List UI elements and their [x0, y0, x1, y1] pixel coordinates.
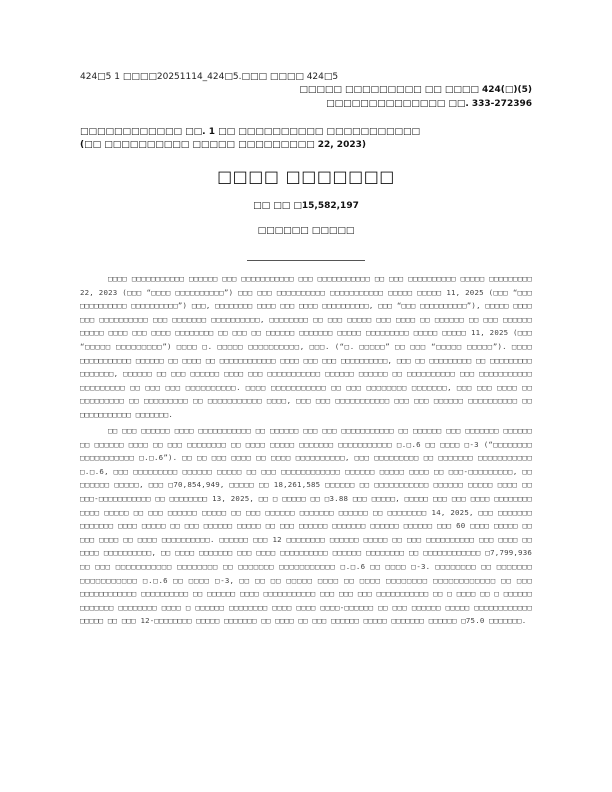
body-paragraph: □□□□ □□□□□□□□□□□ □□□□□□ □□□ □□□□□□□□□□□ …	[80, 274, 532, 419]
registration-number: □□□□□□□□□□□□□□ □□. 333-272396	[326, 99, 532, 109]
supplement-heading: □□□□□□□□□□□□ □□. 1 □□ □□□□□□□□□□ □□□□□□□…	[80, 127, 420, 137]
title-divider	[247, 260, 365, 261]
company-title: □□□□ □□□□□□□	[217, 167, 395, 186]
filing-rule-line: □□□□□ □□□□□□□□□ □□ □□□□ 424(□)(5)	[299, 85, 532, 95]
offering-amount: □□ □□ □15,582,197	[253, 201, 359, 211]
body-paragraph: □□ □□□ □□□□□□ □□□□ □□□□□□□□□□□ □□ □□□□□□…	[80, 426, 532, 626]
file-header: 424□5 1 □□□□20251114_424□5.□□□ □□□□ 424□…	[80, 72, 339, 82]
security-type: □□□□□□ □□□□□	[257, 226, 355, 236]
supplement-reference: (□□ □□□□□□□□□□ □□□□□ □□□□□□□□□ 22, 2023)	[80, 140, 366, 150]
